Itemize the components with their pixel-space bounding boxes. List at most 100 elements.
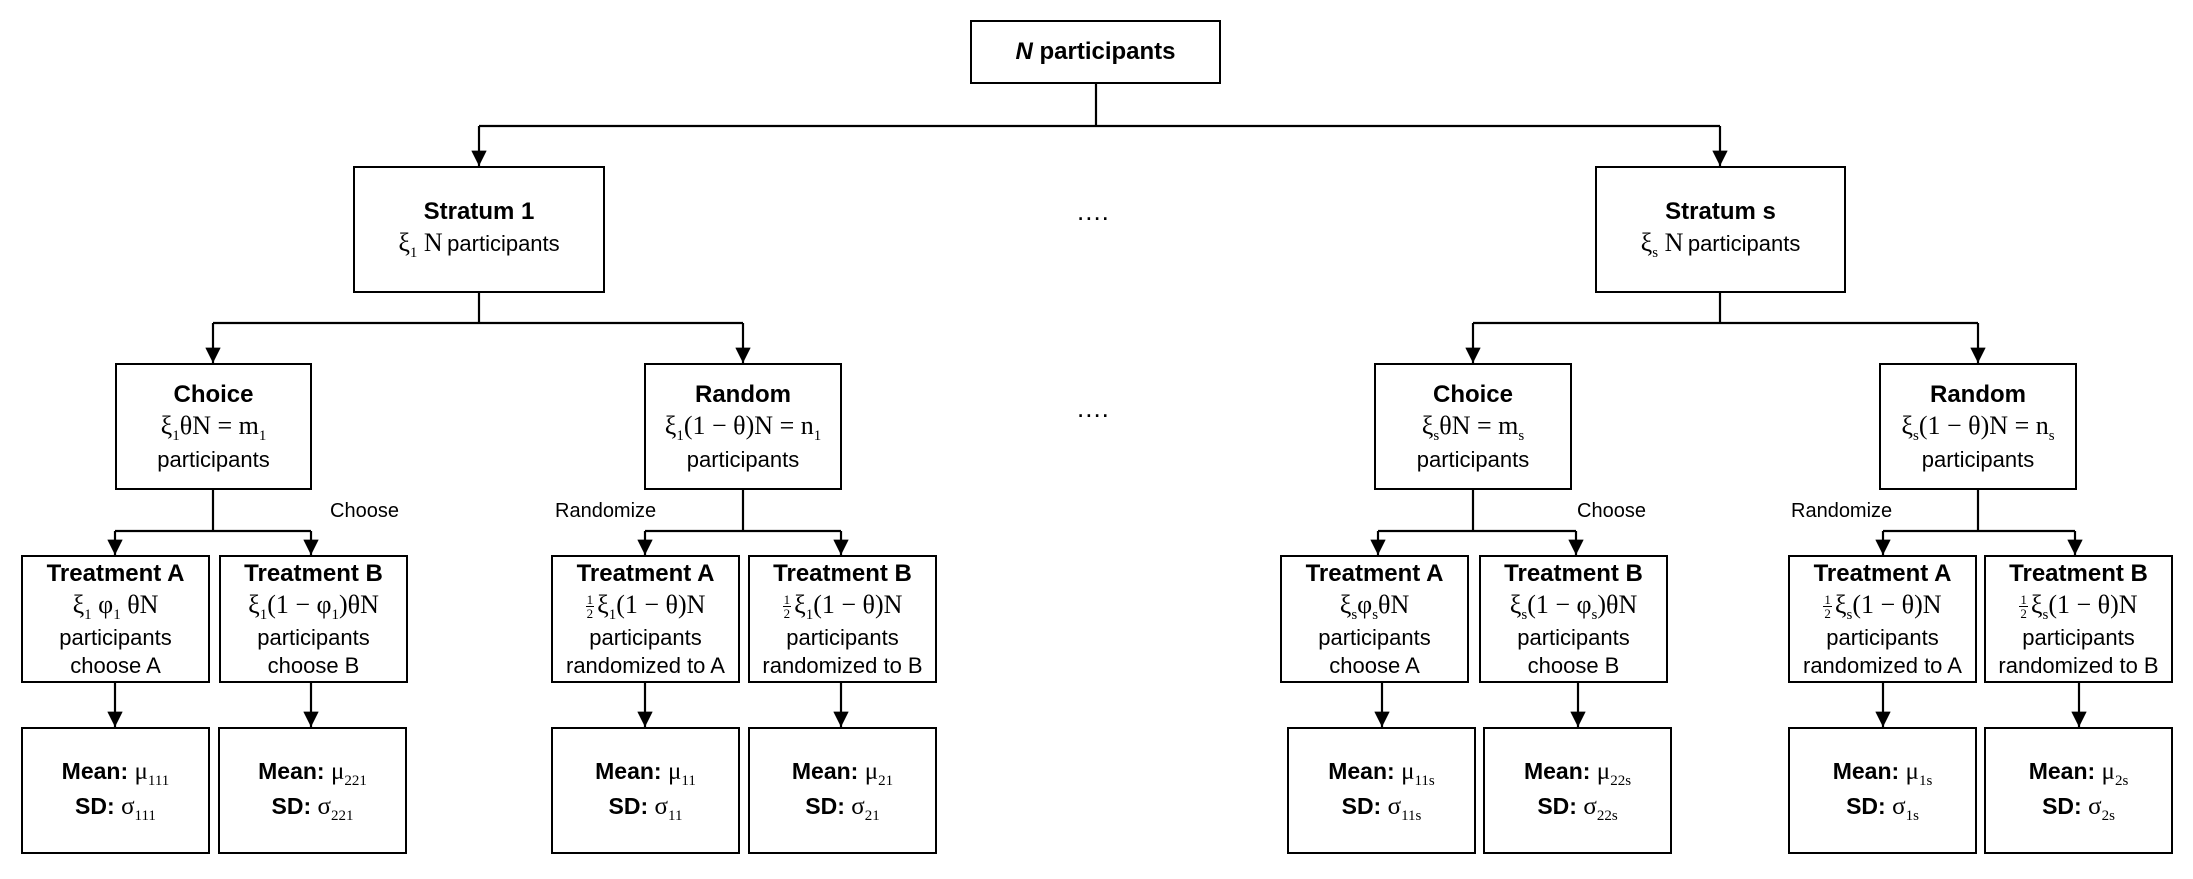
treatment-line-2: randomized to A: [1803, 652, 1962, 678]
randomize-label: Randomize: [1791, 500, 1893, 522]
treatment-a-choice-s: Treatment A ξsφsθN participants choose A: [1280, 555, 1469, 683]
mean-line: Mean: μ11: [595, 757, 696, 789]
treatment-title: Treatment B: [244, 559, 383, 587]
random-title: Random: [1930, 380, 2026, 408]
stats-node: Mean: μ21 SD: σ21: [748, 727, 937, 854]
edge-stratum-1-split: [213, 293, 743, 325]
treatment-title: Treatment A: [1813, 559, 1952, 587]
treatment-line-1: participants: [1517, 625, 1630, 651]
stratum-1-node: Stratum 1 ξ1 N participants: [353, 166, 605, 293]
treatment-line-2: choose A: [70, 652, 161, 678]
treatment-formula: ξ1 φ1 θN: [72, 589, 159, 623]
mean-line: Mean: μ11s: [1328, 757, 1435, 789]
mean-line: Mean: μ22s: [1523, 757, 1632, 789]
treatment-formula: ξs(1 − φs)θN: [1509, 589, 1638, 623]
edge-choice-s-split: [1378, 490, 1576, 533]
stats-node: Mean: μ2s SD: σ2s: [1984, 727, 2173, 854]
sd-line: SD: σ1s: [1846, 792, 1919, 824]
random-formula: ξs(1 − θ)N = ns: [1901, 410, 2055, 444]
stats-node: Mean: μ111 SD: σ111: [21, 727, 210, 854]
random-participants: participants: [686, 446, 800, 472]
choice-node-s: Choice ξsθN = ms participants: [1374, 363, 1572, 490]
stratum-formula: ξs N: [1640, 227, 1684, 261]
random-formula: ξ1(1 − θ)N = n1: [664, 410, 822, 444]
sd-line: SD: σ22s: [1537, 792, 1618, 824]
random-participants: participants: [1921, 446, 2035, 472]
choice-title: Choice: [173, 380, 254, 408]
ellipsis-top: ....: [1077, 196, 1110, 226]
root-label: participants: [1039, 38, 1176, 65]
sd-line: SD: σ111: [75, 792, 156, 824]
stratum-title: Stratum s: [1665, 197, 1776, 225]
choose-label: Choose: [330, 500, 399, 522]
treatment-line-1: participants: [1826, 625, 1939, 651]
random-title: Random: [695, 380, 791, 408]
stratum-title: Stratum 1: [423, 197, 535, 225]
stats-node: Mean: μ11s SD: σ11s: [1287, 727, 1476, 854]
stats-node: Mean: μ22s SD: σ22s: [1483, 727, 1672, 854]
sd-line: SD: σ11: [608, 792, 683, 824]
treatment-formula: ξ1(1 − φ1)θN: [248, 589, 379, 623]
treatment-title: Treatment B: [773, 559, 912, 587]
edge-root-split: [479, 84, 1720, 128]
treatment-line-2: randomized to B: [1998, 652, 2159, 678]
treatment-title: Treatment A: [576, 559, 715, 587]
stratum-participants: participants: [447, 230, 560, 256]
ellipsis-middle: ....: [1077, 393, 1110, 423]
random-node-1: Random ξ1(1 − θ)N = n1 participants: [644, 363, 842, 490]
treatment-line-1: participants: [786, 625, 899, 651]
choice-node-1: Choice ξ1θN = m1 participants: [115, 363, 312, 490]
treatment-line-2: randomized to B: [762, 652, 923, 678]
choice-title: Choice: [1432, 380, 1513, 408]
sd-line: SD: σ11s: [1341, 792, 1422, 824]
mean-line: Mean: μ1s: [1832, 757, 1933, 789]
sd-line: SD: σ2s: [2042, 792, 2115, 824]
choice-participants: participants: [1416, 446, 1530, 472]
stratum-s-node: Stratum s ξs N participants: [1595, 166, 1846, 293]
treatment-line-2: choose B: [1527, 652, 1620, 678]
sd-line: SD: σ21: [805, 792, 880, 824]
treatment-line-1: participants: [257, 625, 370, 651]
treatment-line-1: participants: [589, 625, 702, 651]
mean-line: Mean: μ221: [258, 757, 367, 789]
mean-line: Mean: μ2s: [2028, 757, 2129, 789]
treatment-title: Treatment A: [46, 559, 185, 587]
treatment-line-2: choose B: [267, 652, 360, 678]
choose-label: Choose: [1577, 500, 1646, 522]
stats-node: Mean: μ221 SD: σ221: [218, 727, 407, 854]
edge-random-s-split: [1883, 490, 2075, 533]
stats-node: Mean: μ11 SD: σ11: [551, 727, 740, 854]
choice-participants: participants: [157, 446, 270, 472]
edge-stratum-s-split: [1473, 293, 1978, 325]
treatment-title: Treatment B: [2009, 559, 2148, 587]
edge-random-1-split: [645, 490, 841, 533]
mean-line: Mean: μ21: [791, 757, 894, 789]
treatment-line-1: participants: [1318, 625, 1431, 651]
treatment-b-choice-s: Treatment B ξs(1 − φs)θN participants ch…: [1479, 555, 1668, 683]
treatment-line-2: choose A: [1329, 652, 1420, 678]
stats-node: Mean: μ1s SD: σ1s: [1788, 727, 1977, 854]
treatment-line-1: participants: [59, 625, 172, 651]
choice-formula: ξ1θN = m1: [160, 410, 267, 444]
treatment-title: Treatment B: [1504, 559, 1643, 587]
edge-choice-1-split: [115, 490, 311, 533]
treatment-a-choice-1: Treatment A ξ1 φ1 θN participants choose…: [21, 555, 210, 683]
treatment-line-1: participants: [2022, 625, 2135, 651]
randomize-label: Randomize: [555, 500, 657, 522]
root-node: N participants: [970, 20, 1221, 84]
treatment-b-choice-1: Treatment B ξ1(1 − φ1)θN participants ch…: [219, 555, 408, 683]
treatment-title: Treatment A: [1305, 559, 1444, 587]
sd-line: SD: σ221: [271, 792, 354, 824]
mean-line: Mean: μ111: [61, 757, 170, 789]
